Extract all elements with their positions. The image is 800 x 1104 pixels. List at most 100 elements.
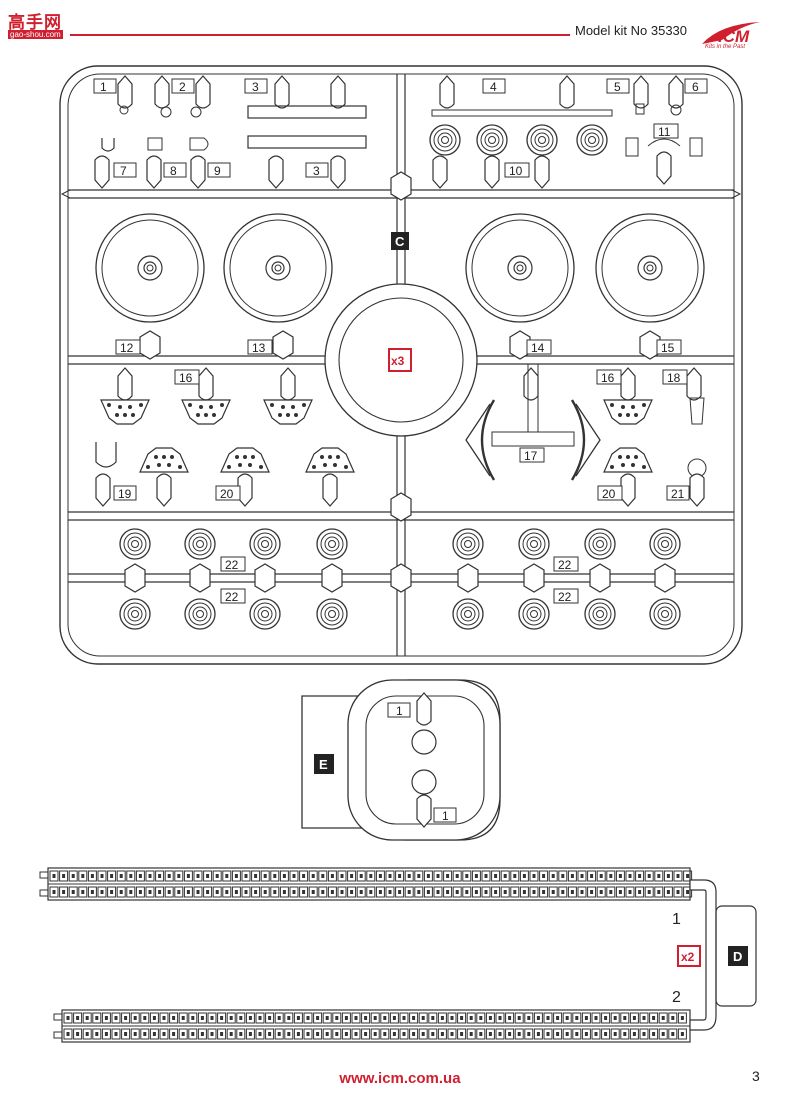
track-link xyxy=(255,1028,265,1040)
track-link xyxy=(409,1028,419,1040)
track-link xyxy=(500,870,510,882)
track-link xyxy=(567,870,577,882)
part-label: 1 xyxy=(442,809,449,823)
track-link xyxy=(140,1012,150,1024)
track-link xyxy=(366,870,376,882)
track-link xyxy=(587,870,597,882)
part-label: 22 xyxy=(558,590,572,604)
track-link xyxy=(399,1028,409,1040)
track-link xyxy=(644,870,654,882)
track-link xyxy=(351,1012,361,1024)
track-link xyxy=(471,870,481,882)
track-link xyxy=(514,1012,524,1024)
track-link xyxy=(471,886,481,898)
track-link xyxy=(577,870,587,882)
track-link xyxy=(433,870,443,882)
track-link xyxy=(418,1028,428,1040)
track-link xyxy=(255,1012,265,1024)
part-label: 1 xyxy=(396,704,403,718)
track-link xyxy=(159,1012,169,1024)
track-link xyxy=(135,886,145,898)
track-link xyxy=(677,1012,687,1024)
track-link xyxy=(533,1028,543,1040)
track-link xyxy=(510,886,520,898)
track-link xyxy=(625,870,635,882)
track-link xyxy=(529,870,539,882)
track-link xyxy=(457,1012,467,1024)
track-link xyxy=(539,886,549,898)
track-link xyxy=(347,886,357,898)
track-link xyxy=(668,1012,678,1024)
track-link xyxy=(289,886,299,898)
sprue-d: D x2 1 2 xyxy=(39,867,757,1043)
track-link xyxy=(49,886,59,898)
track-link xyxy=(491,886,501,898)
track-link xyxy=(101,1028,111,1040)
track-link xyxy=(625,886,635,898)
track-link xyxy=(481,870,491,882)
track-link xyxy=(169,1028,179,1040)
part-label: 6 xyxy=(692,80,699,94)
track-link xyxy=(553,1028,563,1040)
track-link xyxy=(437,1028,447,1040)
track-link xyxy=(476,1028,486,1040)
track-link xyxy=(188,1012,198,1024)
track-link xyxy=(236,1028,246,1040)
track-link xyxy=(572,1012,582,1024)
footer-url[interactable]: www.icm.com.ua xyxy=(339,1070,461,1087)
track-link xyxy=(92,1028,102,1040)
watermark-logo: 高手网 gao-shou.com xyxy=(8,8,70,40)
track-link xyxy=(327,886,337,898)
track-link xyxy=(370,1012,380,1024)
track-link xyxy=(452,870,462,882)
track-link xyxy=(414,870,424,882)
track-link xyxy=(217,1028,227,1040)
track-link xyxy=(226,1012,236,1024)
track-link xyxy=(385,886,395,898)
track-link xyxy=(447,1012,457,1024)
track-link xyxy=(615,886,625,898)
track-link xyxy=(245,1028,255,1040)
track-link xyxy=(505,1012,515,1024)
track-link xyxy=(375,870,385,882)
track-link xyxy=(375,886,385,898)
track-link xyxy=(505,1028,515,1040)
track-link xyxy=(284,1028,294,1040)
track-link xyxy=(466,1012,476,1024)
icm-logo: ICM xyxy=(702,22,760,46)
track-link xyxy=(303,1028,313,1040)
track-link xyxy=(447,1028,457,1040)
part-label: 17 xyxy=(524,449,538,463)
track-link xyxy=(423,886,433,898)
track-link xyxy=(347,870,357,882)
track-link xyxy=(409,1012,419,1024)
track-link xyxy=(635,886,645,898)
track-link xyxy=(63,1028,73,1040)
track-link xyxy=(433,886,443,898)
track-link xyxy=(452,886,462,898)
track-link xyxy=(601,1028,611,1040)
track-link xyxy=(673,870,683,882)
track-link xyxy=(370,1028,380,1040)
part-label: 8 xyxy=(170,164,177,178)
watermark-en-text: gao-shou.com xyxy=(8,30,63,39)
track-link xyxy=(174,886,184,898)
track-link xyxy=(418,1012,428,1024)
track-link xyxy=(126,870,136,882)
track-link xyxy=(485,1012,495,1024)
track-link xyxy=(121,1028,131,1040)
track-link xyxy=(279,886,289,898)
track-link xyxy=(82,1012,92,1024)
track-link xyxy=(241,886,251,898)
track-link xyxy=(284,1012,294,1024)
track-link xyxy=(149,1028,159,1040)
track-link xyxy=(121,1012,131,1024)
track-link xyxy=(159,1028,169,1040)
track-link xyxy=(111,1028,121,1040)
track-link xyxy=(385,870,395,882)
track-link xyxy=(389,1028,399,1040)
track-link xyxy=(183,870,193,882)
track-link xyxy=(193,870,203,882)
track-link xyxy=(462,870,472,882)
track-link xyxy=(212,886,222,898)
